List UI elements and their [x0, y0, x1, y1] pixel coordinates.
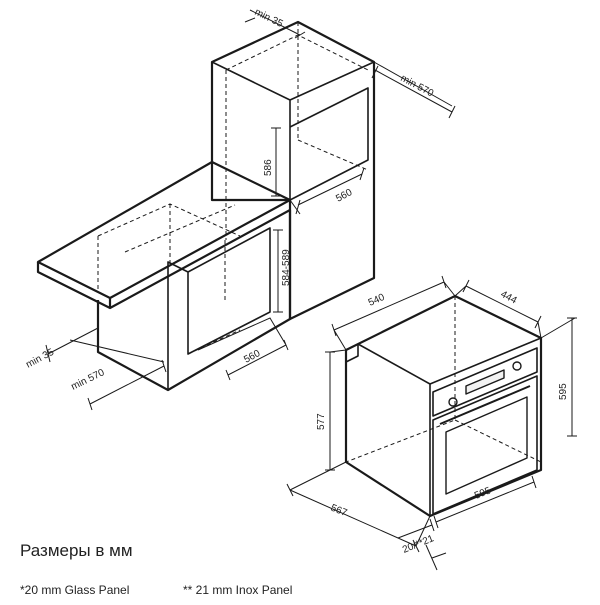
cabinet-upper-niche [289, 87, 369, 201]
cabinet-lower-dashed [187, 240, 241, 355]
dim-upper-height: 586 [263, 159, 274, 176]
cabinet-dimension-lines [45, 9, 456, 411]
dim-oven-front-width: 595 [473, 485, 493, 502]
oven-flange [345, 344, 359, 363]
dim-oven-panel-thickness: 20/**21 [401, 533, 436, 556]
oven-knob-left [448, 397, 458, 407]
oven-body [344, 294, 543, 518]
oven-knob-right [512, 361, 522, 371]
dim-top-gap: min 35 [253, 7, 285, 30]
oven-display [465, 369, 505, 395]
dim-lower-width: 560 [242, 348, 262, 366]
dim-oven-total-height: 595 [558, 383, 569, 400]
oven-door [432, 375, 538, 515]
cabinet-inner-back-dashed [225, 22, 369, 240]
oven-control-panel [432, 347, 538, 417]
oven-dimension-labels: 540 444 595 577 567 595 20/**21 [316, 289, 569, 556]
dim-lower-depth: min 570 [69, 367, 106, 393]
cabinet-upper-tower [210, 20, 376, 321]
oven-door-window [445, 396, 528, 495]
dim-oven-body-height: 577 [316, 413, 327, 430]
countertop-front-face [36, 209, 291, 310]
oven-body-top-edge [357, 337, 542, 516]
dim-lower-height: 584-589 [281, 249, 292, 286]
dim-oven-total-depth: 567 [329, 503, 349, 520]
oven-door-handle [439, 385, 531, 425]
oven-drawing [344, 294, 543, 518]
note-glass-panel: *20 mm Glass Panel [20, 583, 130, 597]
countertop-inner-dashed [97, 203, 241, 290]
dim-side-gap: min 35 [24, 347, 56, 371]
dim-oven-body-depth: 540 [367, 292, 387, 309]
cabinet-drawing [36, 20, 376, 392]
dim-upper-width: 560 [334, 187, 354, 205]
note-inox-panel: ** 21 mm Inox Panel [183, 583, 293, 597]
cabinet-upper-front-edge [211, 61, 375, 205]
oven-dimension-lines [286, 275, 577, 571]
cabinet-lower-niche [167, 227, 271, 390]
units-caption: Размеры в мм [20, 541, 133, 560]
